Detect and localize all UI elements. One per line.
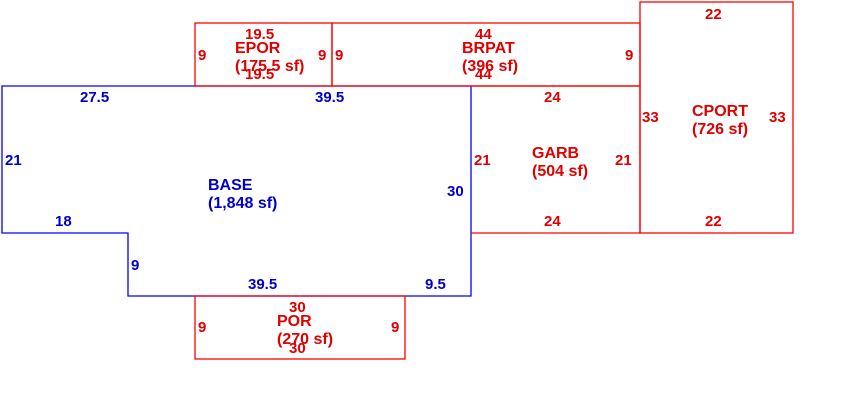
por-dim-left: 9 [198,319,206,336]
garb-label: GARB [532,145,579,162]
cport-area: (726 sf) [692,121,748,138]
por-outline [194,295,406,360]
garb-dim-bottom: 24 [544,213,561,230]
epor-dim-left: 9 [198,47,206,64]
garb-area: (504 sf) [532,163,588,180]
base-dim-step-top: 18 [55,213,72,230]
garb-dim-top: 24 [544,89,561,106]
epor-label: EPOR [235,40,281,57]
brpat-dim-top: 44 [475,26,492,43]
brpat-dim-right: 9 [625,47,633,64]
base-dim-top-right: 39.5 [315,89,344,106]
por-label: POR [277,313,312,330]
epor-dim-right: 9 [318,47,326,64]
epor-area: (175.5 sf) [235,58,304,75]
epor-dim-top: 19.5 [245,26,274,43]
base-dim-bottom-right: 9.5 [425,276,446,293]
brpat-area: (396 sf) [462,58,518,75]
brpat-dim-left: 9 [335,47,343,64]
base-dim-bottom-main: 39.5 [248,276,277,293]
cport-label: CPORT [692,103,748,120]
garb-dim-left: 21 [474,152,491,169]
cport-dim-left: 33 [642,109,659,126]
cport-dim-top: 22 [705,6,722,23]
garb-outline [471,85,641,234]
brpat-label: BRPAT [462,40,515,57]
por-dim-right: 9 [391,319,399,336]
base-label: BASE [208,177,253,194]
por-dim-bottom: 30 [289,340,306,357]
base-dim-step-side: 9 [131,257,139,274]
garb-dim-right: 21 [615,152,632,169]
base-dim-right: 30 [447,183,464,200]
base-dim-top-left: 27.5 [80,89,109,106]
cport-dim-right: 33 [769,109,786,126]
por-area: (270 sf) [277,331,333,348]
cport-dim-bottom: 22 [705,213,722,230]
brpat-dim-bottom: 44 [475,66,492,83]
base-area: (1,848 sf) [208,195,277,212]
base-dim-left: 21 [5,152,22,169]
por-dim-top: 30 [289,299,306,316]
epor-dim-bottom: 19.5 [245,66,274,83]
